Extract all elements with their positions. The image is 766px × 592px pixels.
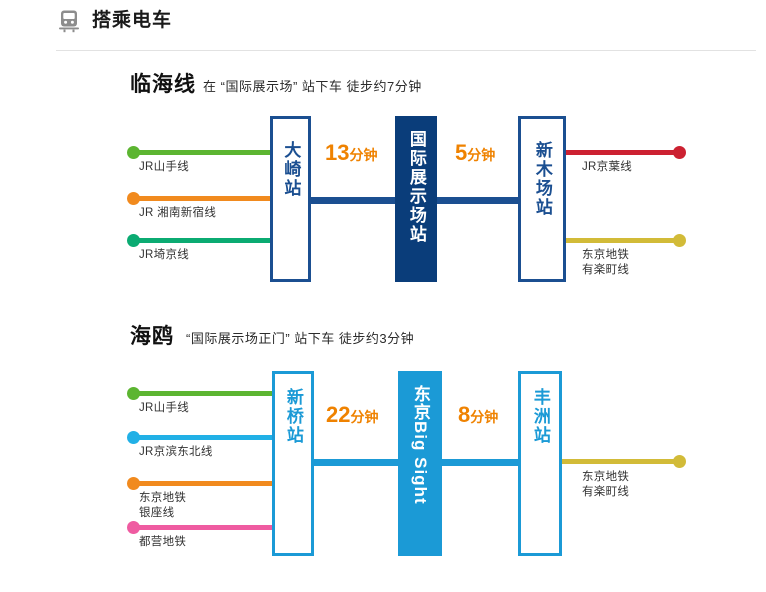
feeder-dot-1 <box>127 192 140 205</box>
trunk-seg-0 <box>308 197 400 204</box>
station-shinkiba: 新木场站 <box>518 116 566 282</box>
exit-label-0: JR京葉线 <box>582 161 633 173</box>
duration-0: 13分钟 <box>325 140 377 166</box>
train-icon <box>56 8 82 34</box>
exit-line-0 <box>559 459 682 464</box>
feeder-line-0 <box>134 150 284 155</box>
duration-unit: 分钟 <box>470 409 499 425</box>
page-title: 搭乘电车 <box>92 10 173 31</box>
feeder-label-2-line2: 银座线 <box>139 507 175 519</box>
feeder-line-0 <box>134 391 286 396</box>
feeder-line-2 <box>134 481 286 486</box>
duration-value: 8 <box>458 402 471 427</box>
page-header: 搭乘电车 <box>0 0 766 51</box>
feeder-line-3 <box>134 525 286 530</box>
feeder-dot-0 <box>127 387 140 400</box>
feeder-dot-0 <box>127 146 140 159</box>
section-title-rinkai: 临海线在 “国际展示场” 站下车 徒步约7分钟 <box>130 68 422 98</box>
feeder-dot-1 <box>127 431 140 444</box>
duration-unit: 分钟 <box>350 409 379 425</box>
exit-label-1-line1: 东京地铁 <box>582 249 630 261</box>
duration-value: 5 <box>455 140 468 165</box>
station-label: 大崎站 <box>281 141 301 198</box>
feeder-dot-3 <box>127 521 140 534</box>
section-subtitle: “国际展示场正门” 站下车 徒步约3分钟 <box>186 331 415 346</box>
feeder-label-1: JR京滨东北线 <box>139 446 213 458</box>
exit-dot-0 <box>673 455 686 468</box>
trunk-seg-1 <box>439 459 523 466</box>
feeder-line-1 <box>134 435 286 440</box>
station-tokyo-big-sight: 东京Big Sight <box>398 371 442 556</box>
exit-label-1: 东京地铁 有楽町线 <box>582 248 629 278</box>
feeder-label-2: JR埼京线 <box>139 249 190 261</box>
section-name: 临海线 <box>130 73 196 96</box>
exit-label-0-line2: 有楽町线 <box>582 486 630 498</box>
station-kokusai-tenjijo: 国际展示场站 <box>395 116 437 282</box>
duration-1: 8分钟 <box>458 402 498 428</box>
feeder-dot-2 <box>127 234 140 247</box>
station-toyosu: 丰洲站 <box>518 371 562 556</box>
trunk-seg-1 <box>434 197 524 204</box>
section-subtitle: 在 “国际展示场” 站下车 徒步约7分钟 <box>203 79 422 94</box>
duration-value: 13 <box>325 140 350 165</box>
station-label: 新木场站 <box>532 141 552 217</box>
feeder-dot-2 <box>127 477 140 490</box>
duration-1: 5分钟 <box>455 140 495 166</box>
exit-dot-1 <box>673 234 686 247</box>
station-label: 丰洲站 <box>530 388 550 445</box>
duration-unit: 分钟 <box>467 147 496 163</box>
section-title-yurikamome: 海鸥 “国际展示场正门” 站下车 徒步约3分钟 <box>130 320 414 350</box>
feeder-line-2 <box>134 238 284 243</box>
feeder-label-0: JR山手线 <box>139 402 190 414</box>
exit-label-1-line2: 有楽町线 <box>582 264 630 276</box>
station-label: 国际展示场站 <box>406 130 426 244</box>
duration-0: 22分钟 <box>326 402 378 428</box>
feeder-label-2-line1: 东京地铁 <box>139 492 187 504</box>
station-osaki: 大崎站 <box>270 116 311 282</box>
station-shimbashi: 新桥站 <box>272 371 314 556</box>
exit-line-1 <box>562 238 682 243</box>
section-name: 海鸥 <box>130 325 174 348</box>
exit-label-0: 东京地铁 有楽町线 <box>582 470 629 500</box>
feeder-label-0: JR山手线 <box>139 161 190 173</box>
feeder-label-3: 都营地铁 <box>139 536 187 548</box>
header-inner: 搭乘电车 <box>56 8 172 34</box>
station-label: 新桥站 <box>283 388 303 445</box>
feeder-line-1 <box>134 196 284 201</box>
header-divider <box>56 50 756 51</box>
station-label: 东京Big Sight <box>410 385 430 505</box>
exit-label-0-line1: 东京地铁 <box>582 471 630 483</box>
duration-unit: 分钟 <box>349 147 378 163</box>
feeder-label-2: 东京地铁 银座线 <box>139 491 186 521</box>
trunk-seg-0 <box>311 459 401 466</box>
exit-dot-0 <box>673 146 686 159</box>
feeder-label-1: JR 湘南新宿线 <box>139 207 217 219</box>
duration-value: 22 <box>326 402 351 427</box>
exit-line-0 <box>562 150 682 155</box>
